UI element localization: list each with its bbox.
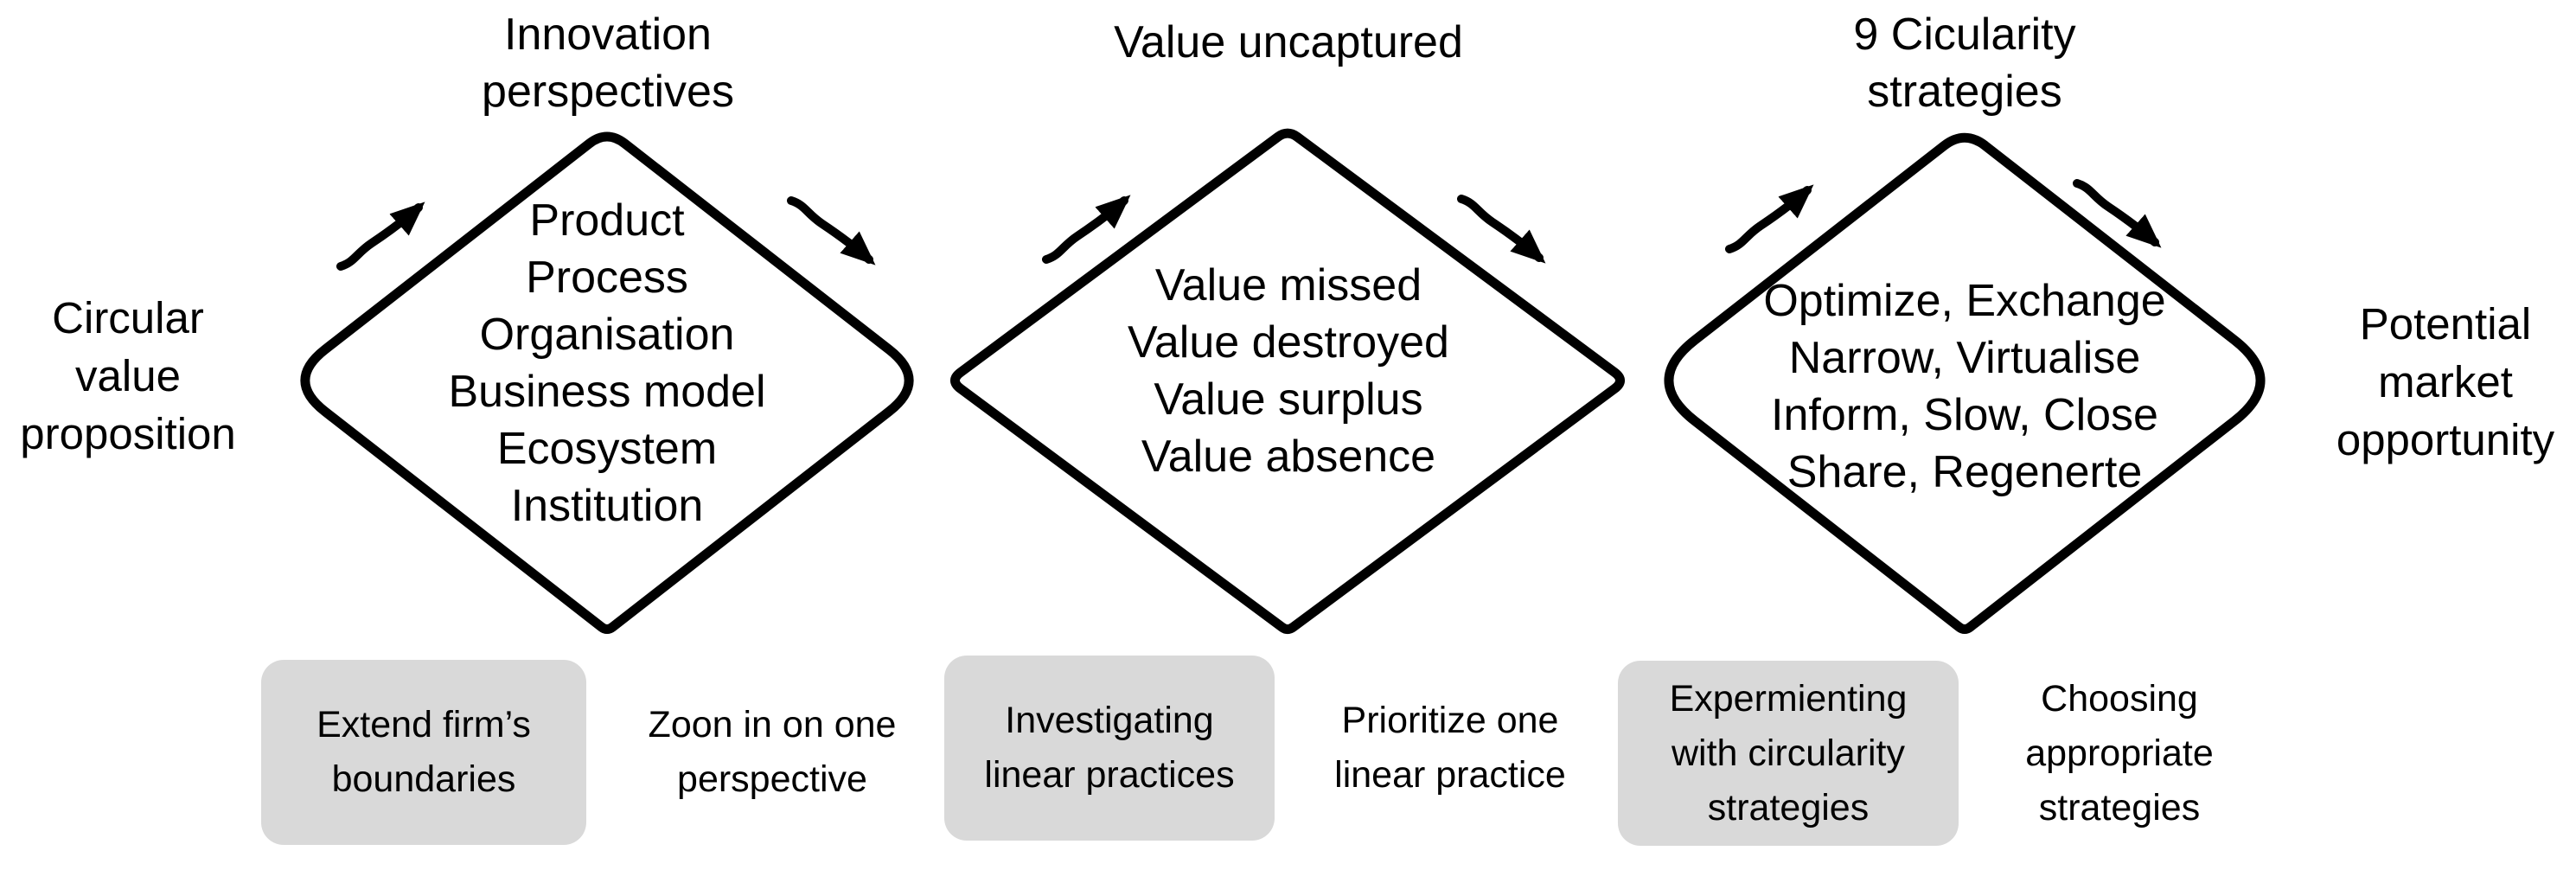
stage-1-down-arrow-icon bbox=[787, 196, 876, 265]
stage-3-diamond-outline bbox=[1664, 132, 2266, 635]
stage-3-title: 9 Cicularity strategies bbox=[1853, 10, 2076, 117]
stage-2-up-arrow-icon bbox=[1042, 195, 1131, 264]
stage-1-items: Product Process Organisation Business mo… bbox=[448, 195, 766, 531]
stage-1-diamond-outline bbox=[300, 131, 914, 635]
stage-3-up-arrow-icon bbox=[1725, 184, 1814, 253]
stage-3-items: Optimize, Exchange Narrow, Virtualise In… bbox=[1763, 276, 2166, 497]
stage-3-down-arrow-icon bbox=[2073, 179, 2162, 248]
stage-1-activity-box: Extend firm’s boundaries bbox=[261, 660, 586, 845]
stage-1-transition-label: Zoon in on one perspective bbox=[648, 704, 897, 800]
stage-1-title: Innovation perspectives bbox=[482, 10, 734, 117]
stage-1-up-arrow-icon bbox=[336, 202, 425, 271]
stage-2-items: Value missed Value destroyed Value surpl… bbox=[1128, 260, 1449, 482]
stage-2-diamond-outline bbox=[950, 128, 1625, 635]
right-endpoint-label: Potential market opportunity bbox=[2336, 299, 2555, 464]
stage-2-activity-box: Investigating linear practices bbox=[944, 656, 1275, 841]
stage-3-activity-box: Expermienting with circularity strategie… bbox=[1618, 661, 1959, 846]
stage-3-transition-label: Choosing appropriate strategies bbox=[2025, 677, 2214, 828]
stage-2-transition-label: Prioritize one linear practice bbox=[1334, 700, 1566, 796]
stage-2-title: Value uncaptured bbox=[1114, 17, 1463, 67]
left-endpoint-label: Circular value proposition bbox=[20, 293, 236, 458]
stage-2-down-arrow-icon bbox=[1457, 195, 1546, 264]
